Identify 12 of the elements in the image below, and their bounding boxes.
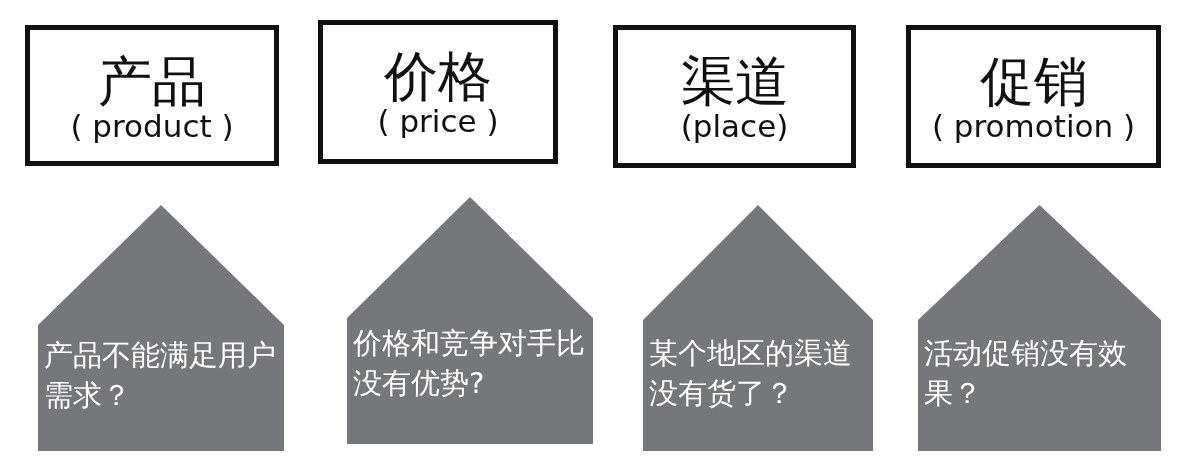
- title-box: [318, 20, 558, 164]
- house-shape: [38, 205, 284, 451]
- title-box: [613, 25, 856, 168]
- question-text: 某个地区的渠道没有货了？: [649, 335, 853, 412]
- title-box: [906, 25, 1161, 168]
- house-shape: [347, 197, 593, 444]
- question-text: 产品不能满足用户需求？: [44, 337, 277, 414]
- title-box: [25, 25, 279, 166]
- question-text: 活动促销没有效果？: [924, 335, 1128, 412]
- house-shape: [918, 205, 1161, 451]
- question-text: 价格和竞争对手比没有优势?: [353, 325, 586, 402]
- house-shape: [643, 205, 873, 451]
